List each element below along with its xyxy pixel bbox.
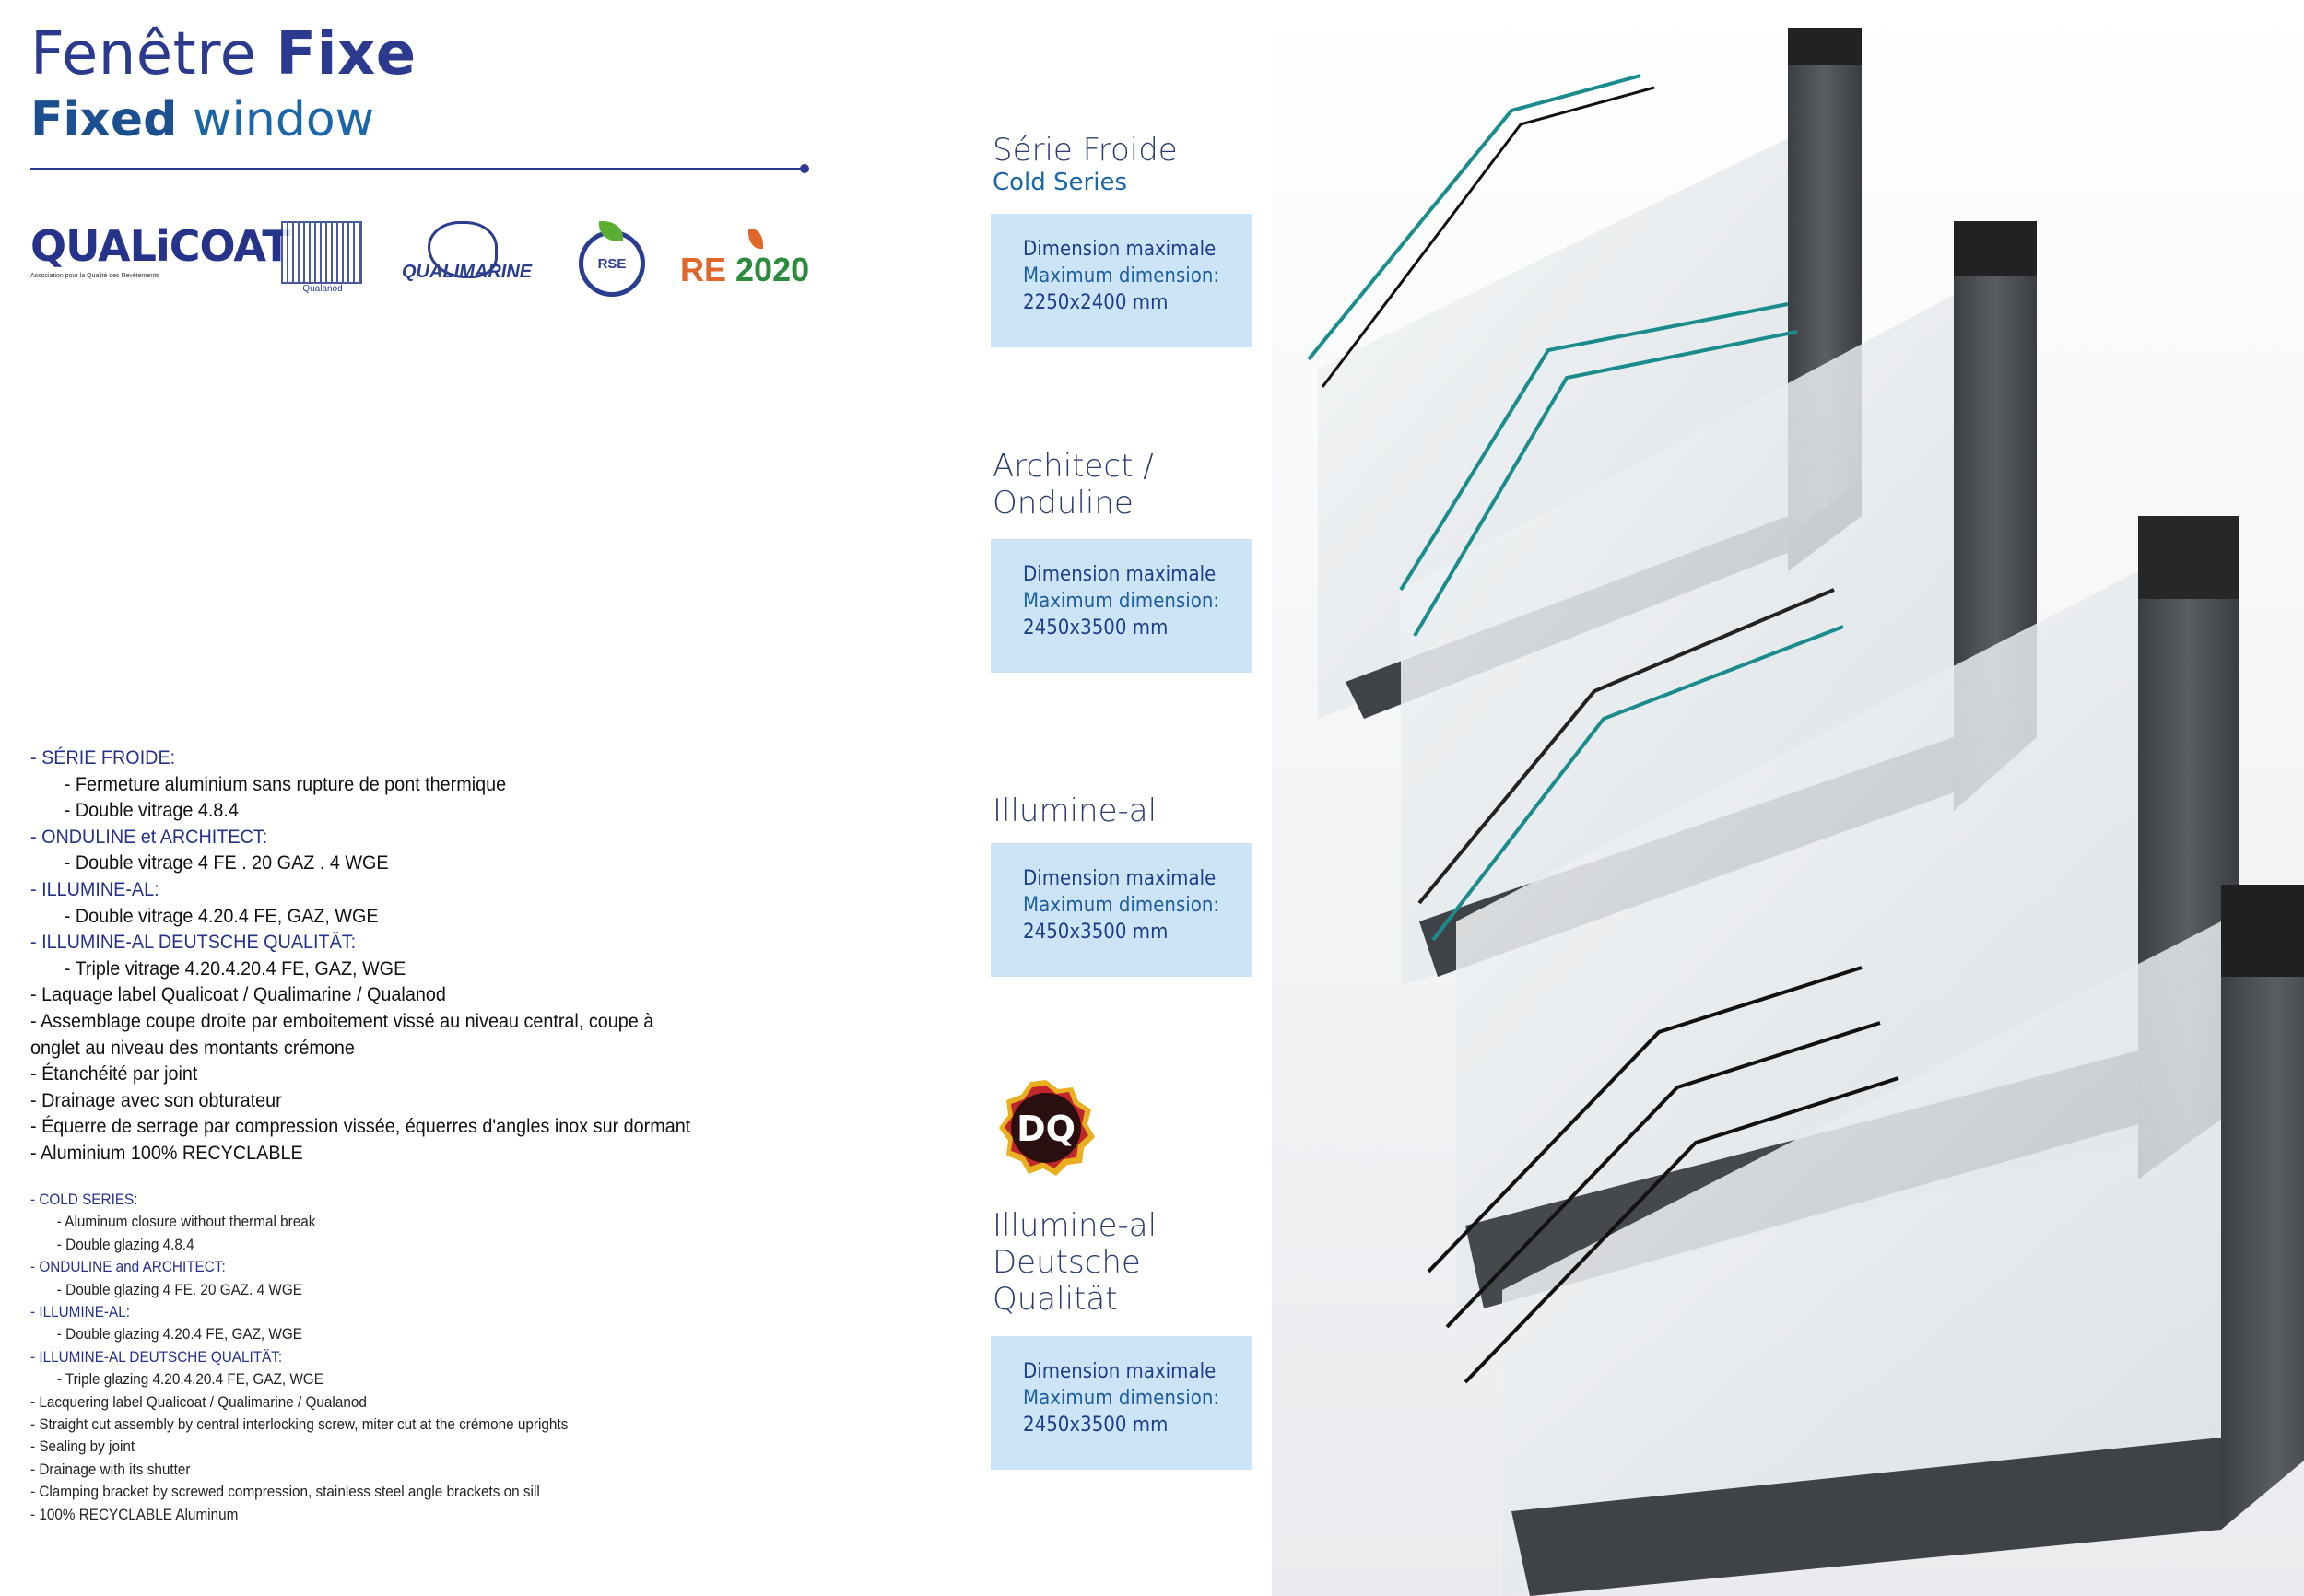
spec-item: - Double glazing 4.20.4 FE, GAZ, WGE	[56, 1325, 302, 1344]
qualicoat-subtitle: Association pour la Qualité des Revêteme…	[30, 273, 159, 279]
series-name-line: Deutsche	[993, 1244, 1141, 1281]
spec-item: - Lacquering label Qualicoat / Qualimari…	[30, 1392, 367, 1411]
page-title-en: Fixed window	[30, 92, 374, 147]
spec-heading: - ONDULINE and ARCHITECT:	[30, 1258, 226, 1276]
spec-item: - Triple vitrage 4.20.4.20.4 FE, GAZ, WG…	[64, 956, 406, 980]
header-divider	[30, 168, 805, 170]
dimension-value: 2450x3500 mm	[1023, 1414, 1169, 1437]
spec-item: - Clamping bracket by screwed compressio…	[30, 1483, 540, 1501]
rse-logo: RSE	[579, 221, 645, 313]
spec-item: - Straight cut assembly by central inter…	[30, 1415, 569, 1434]
window-profiles-illustration	[1272, 0, 2304, 1596]
header-divider-dot	[800, 164, 809, 173]
dimension-value: 2450x3500 mm	[1023, 921, 1169, 944]
spec-item: - Aluminium 100% RECYCLABLE	[30, 1141, 303, 1164]
qualicoat-logo: QUALiCOAT Association pour la Qualité de…	[30, 221, 291, 313]
spec-item: - Assemblage coupe droite par emboitemen…	[30, 1009, 654, 1032]
spec-item: - Triple glazing 4.20.4.20.4 FE, GAZ, WG…	[56, 1370, 323, 1389]
dq-badge-icon: DQ	[999, 1080, 1095, 1176]
title-fr-light: Fenêtre	[30, 20, 276, 88]
dimension-label-fr: Dimension maximale	[1023, 1360, 1217, 1383]
series-name-cold: Série Froide	[993, 132, 1178, 169]
spec-item: - Double vitrage 4.20.4 FE, GAZ, WGE	[64, 904, 379, 927]
series-name-line: Illumine-al	[993, 1207, 1158, 1244]
spec-heading: - ILLUMINE-AL DEUTSCHE QUALITÄT:	[30, 931, 357, 954]
re2020-year: 2020	[735, 251, 810, 288]
re2020-re: RE	[680, 251, 727, 288]
specs-english: - COLD SERIES: - Aluminum closure without…	[30, 1189, 860, 1526]
qualimarine-swirl	[428, 221, 498, 278]
page-title-fr: Fenêtre Fixe	[30, 20, 417, 88]
spec-heading: - COLD SERIES:	[30, 1191, 138, 1208]
dimension-label-fr: Dimension maximale	[1023, 238, 1217, 261]
spec-item: - Drainage with its shutter	[30, 1460, 191, 1478]
spec-item: onglet au niveau des montants crémone	[30, 1036, 355, 1059]
dimension-value: 2250x2400 mm	[1023, 291, 1169, 314]
dimension-label-fr: Dimension maximale	[1023, 867, 1217, 890]
spec-item: - Laquage label Qualicoat / Qualimarine …	[30, 983, 446, 1006]
series-name-line: Illumine-al	[993, 792, 1158, 829]
dimension-box-deutsche: Dimension maximale Maximum dimension: 24…	[991, 1336, 1252, 1470]
qualanod-emblem	[281, 221, 362, 284]
spec-heading: - ILLUMINE-AL:	[30, 1303, 130, 1321]
spec-item: - Drainage avec son obturateur	[30, 1088, 282, 1111]
spec-item: - Sealing by joint	[30, 1438, 135, 1456]
dimension-label-en: Maximum dimension:	[1023, 264, 1220, 288]
dimension-value: 2450x3500 mm	[1023, 616, 1169, 640]
specs-french: - SÉRIE FROIDE: - Fermeture aluminium san…	[30, 745, 860, 1167]
spec-item: - Étanchéité par joint	[30, 1062, 198, 1086]
spec-item: - Équerre de serrage par compression vis…	[30, 1115, 691, 1138]
qualimarine-wordmark: QUALIMARINE	[402, 262, 533, 282]
spec-item: - Double vitrage 4.8.4	[64, 799, 239, 822]
spec-heading: - ILLUMINE-AL:	[30, 877, 159, 900]
series-name-illumine: Illumine-al	[993, 792, 1157, 829]
dimension-box-cold: Dimension maximale Maximum dimension: 22…	[991, 214, 1252, 347]
spec-item: - Double glazing 4.8.4	[56, 1235, 194, 1253]
re2020-leaf-icon	[748, 229, 763, 249]
dimension-label-en: Maximum dimension:	[1023, 1387, 1220, 1410]
series-sub-cold: Cold Series	[993, 169, 1128, 196]
series-name-architect: Architect / Onduline	[993, 448, 1154, 522]
qualanod-label: Qualanod	[302, 284, 343, 294]
spec-heading: - ONDULINE et ARCHITECT:	[30, 825, 268, 848]
series-name-line: Architect /	[993, 448, 1154, 485]
dq-badge-text: DQ	[1017, 1109, 1076, 1149]
spec-heading: - SÉRIE FROIDE:	[30, 746, 176, 769]
dimension-label-en: Maximum dimension:	[1023, 590, 1220, 613]
rse-leaf-icon	[599, 221, 623, 241]
spec-item: - 100% RECYCLABLE Aluminum	[30, 1505, 239, 1523]
title-fr-bold: Fixe	[276, 20, 417, 88]
dimension-box-architect: Dimension maximale Maximum dimension: 24…	[991, 539, 1252, 673]
dimension-label-fr: Dimension maximale	[1023, 563, 1217, 586]
dimension-label-en: Maximum dimension:	[1023, 894, 1220, 917]
title-en-light: window	[177, 92, 375, 147]
spec-item: - Aluminum closure without thermal break	[56, 1213, 316, 1231]
series-name-deutsche: Illumine-al Deutsche Qualität	[993, 1207, 1157, 1318]
re2020-logo: RE 2020	[680, 221, 818, 313]
title-en-bold: Fixed	[30, 92, 178, 147]
qualimarine-logo: QUALIMARINE	[402, 221, 540, 313]
qualanod-logo: Qualanod	[281, 221, 364, 313]
qualicoat-wordmark: QUALiCOAT	[30, 221, 291, 271]
spec-item: - Double glazing 4 FE. 20 GAZ. 4 WGE	[56, 1280, 302, 1298]
spec-heading: - ILLUMINE-AL DEUTSCHE QUALITÄT:	[30, 1347, 283, 1366]
series-name-line: Onduline	[993, 485, 1134, 522]
profile-illumine-deutsche	[1427, 885, 2304, 1596]
spec-item: - Double vitrage 4 FE . 20 GAZ . 4 WGE	[64, 851, 389, 874]
re2020-wordmark: RE 2020	[680, 251, 818, 289]
series-name-line: Qualität	[993, 1281, 1118, 1318]
spec-item: - Fermeture aluminium sans rupture de po…	[64, 772, 507, 795]
series-name-line: Série Froide	[993, 132, 1178, 169]
dimension-box-illumine: Dimension maximale Maximum dimension: 24…	[991, 843, 1252, 977]
